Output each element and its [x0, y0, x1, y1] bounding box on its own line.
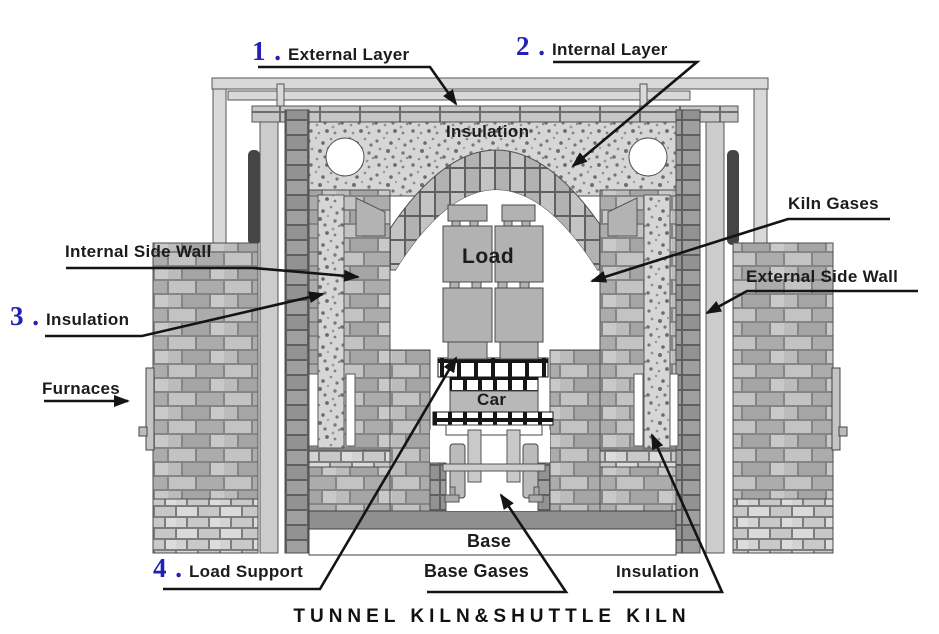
wheel-hub-right — [506, 429, 521, 483]
load-crown-left — [447, 204, 488, 222]
external-side-walls — [138, 242, 848, 554]
load-tab — [469, 220, 479, 227]
vent-hole-right — [628, 137, 668, 177]
label-load: Load — [462, 245, 515, 268]
load-stack — [442, 204, 544, 360]
base-band — [308, 528, 677, 556]
car-lower-brick-row — [432, 411, 554, 426]
leader-lines — [44, 60, 918, 594]
label-car: Car — [477, 390, 507, 409]
external-side-wall-left — [152, 242, 259, 500]
wall-insulation-strip-right — [643, 194, 671, 449]
label-load-support: 4 . Load Support — [153, 553, 304, 583]
dark-post-right — [727, 150, 739, 245]
frame-right-strip — [705, 105, 725, 554]
load-block-upper-right — [494, 225, 544, 283]
load-tab — [519, 281, 530, 289]
wall-insulation-strip-left — [317, 194, 345, 449]
label-insulation-left: 3 . Insulation — [10, 301, 130, 331]
load-tab — [503, 220, 513, 227]
frame-second-rail — [227, 90, 691, 101]
label-insulation-bottom: Insulation — [616, 562, 700, 581]
arch-skewback-left — [355, 197, 386, 237]
kiln-gases-leader — [590, 217, 890, 283]
label-internal-side-wall: Internal Side Wall — [65, 242, 212, 261]
label-base-gases: Base Gases — [424, 561, 530, 581]
deck-step-right — [549, 349, 601, 512]
external-wall-footing-left — [152, 498, 259, 554]
label-number-2: 2 . — [516, 31, 546, 61]
label-kiln-gases: Kiln Gases — [788, 194, 879, 213]
label-furnaces: Furnaces — [42, 379, 120, 398]
load-tab — [521, 220, 531, 227]
frame-stub-right — [639, 83, 648, 107]
steel-frame — [211, 77, 769, 554]
load-block-lower-right — [494, 287, 544, 343]
label-insulation-top: Insulation — [446, 122, 530, 141]
furnace-door-right — [831, 367, 841, 451]
internal-side-walls — [308, 189, 679, 512]
external-layer-brick-course — [251, 105, 739, 123]
load-support-leader — [163, 356, 458, 591]
load-tab — [497, 281, 508, 289]
load-tab — [451, 220, 461, 227]
base-assembly — [308, 510, 677, 556]
furnace-handle-right — [838, 426, 848, 437]
air-slot — [345, 373, 356, 447]
dark-post-left — [248, 150, 260, 245]
figure-title: TUNNEL KILN&SHUTTLE KILN — [293, 606, 691, 627]
external-side-wall-right — [732, 242, 834, 500]
label-number-1: 1 . — [252, 36, 282, 66]
frame-stub-left — [276, 83, 285, 107]
internal-layer-leader — [553, 60, 701, 168]
load-foot-right — [499, 341, 539, 360]
channel-flank-left — [429, 462, 447, 512]
load-crown-right — [501, 204, 536, 222]
base-gases-leader — [427, 493, 569, 594]
insulation-left-leader — [45, 291, 325, 338]
label-number-4: 4 . — [153, 553, 183, 583]
label-number-3: 3 . — [10, 301, 40, 331]
furnace-door-left — [145, 367, 155, 451]
rail-foot-left — [444, 494, 460, 503]
internal-side-wall-leader — [66, 266, 360, 282]
load-tab — [471, 281, 482, 289]
kiln-car — [432, 357, 554, 503]
frame-left-strip — [259, 105, 279, 554]
wheel-hub-left — [467, 429, 482, 483]
car-axle — [442, 463, 546, 472]
left-edge-brick-column — [284, 109, 310, 554]
label-base: Base — [467, 531, 512, 551]
air-slot — [669, 373, 679, 447]
load-block-upper-left — [442, 225, 493, 283]
car-platform — [445, 424, 543, 436]
air-slot — [633, 373, 644, 447]
external-layer-leader — [258, 65, 458, 106]
external-wall-footing-right — [732, 498, 834, 554]
arch-skewback-right — [607, 197, 638, 237]
frame-top-rail — [211, 77, 769, 90]
load-tab — [449, 281, 460, 289]
insulation-bottom-leader — [613, 433, 725, 594]
deck-step-left — [389, 349, 431, 512]
rail-foot-right — [528, 494, 544, 503]
right-edge-brick-column — [675, 109, 701, 554]
label-internal-layer: 2 . Internal Layer — [516, 31, 668, 61]
furnace-handle-left — [138, 426, 148, 437]
air-slot — [308, 373, 319, 447]
load-block-lower-left — [442, 287, 493, 343]
load-foot-left — [447, 341, 488, 360]
vent-hole-left — [325, 137, 365, 177]
label-external-side-wall: External Side Wall — [746, 267, 899, 286]
car-deck-brick-row — [449, 376, 539, 392]
external-side-wall-leader — [705, 289, 918, 315]
wall-course-left — [308, 449, 391, 468]
label-external-layer: 1 . External Layer — [252, 36, 410, 66]
